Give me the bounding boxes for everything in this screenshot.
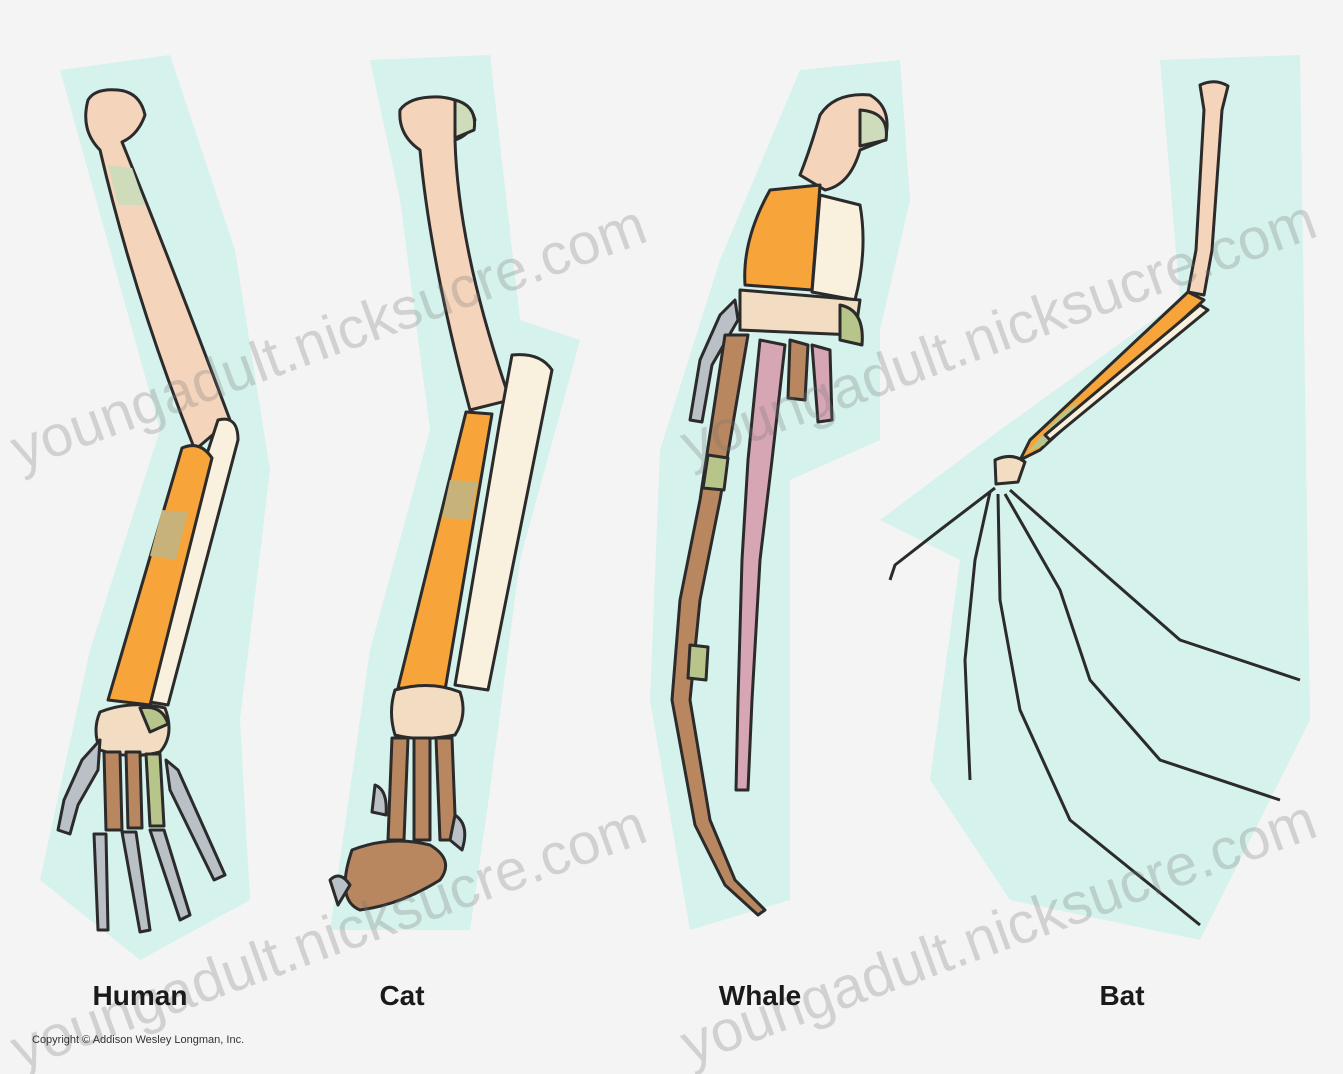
cat-carpals [392,685,464,738]
label-whale: Whale [719,980,801,1012]
human-metacarpal-green [146,754,164,826]
copyright-notice: Copyright © Addison Wesley Longman, Inc. [32,1034,244,1046]
label-human: Human [93,980,188,1012]
label-cat: Cat [379,980,424,1012]
label-bat: Bat [1099,980,1144,1012]
cat-metacarpals [388,738,456,840]
whale-ulna [812,195,863,300]
